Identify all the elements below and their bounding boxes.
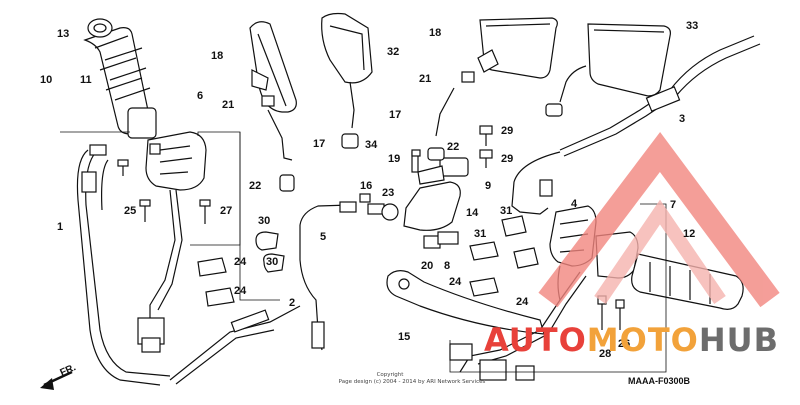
callout-11: 11 [80,74,92,86]
mirror-33-drawing [545,23,671,117]
callout-12: 12 [683,228,696,240]
mirror-32-drawing [321,12,373,149]
copyright-line-1: Copyright [376,372,404,378]
left-grip-drawing [83,18,157,139]
copyright-line-2: Page design (c) 2004 - 2014 by ARI Netwo… [338,379,486,385]
watermark-part-auto: AUTO [484,321,587,359]
callout-31a: 31 [500,205,513,217]
callout-7: 7 [670,199,677,211]
callout-25: 25 [124,205,137,217]
callout-6: 6 [197,90,204,102]
callout-23: 23 [382,187,395,199]
callout-8: 8 [444,260,451,272]
callout-21a: 21 [222,99,235,111]
callout-22a: 22 [447,141,460,153]
callout-30b: 30 [266,256,279,268]
callout-3: 3 [679,113,686,125]
callout-24b: 24 [234,285,247,297]
callout-17b: 17 [389,109,402,121]
callout-18a: 18 [211,50,224,62]
callout-5: 5 [320,231,327,243]
callout-29b: 29 [501,153,514,165]
callout-31b: 31 [474,228,487,240]
callout-32: 32 [387,46,400,58]
callout-29a: 29 [501,125,514,137]
watermark-text: AUTOMOTOHUB [484,324,779,356]
callout-33: 33 [686,20,699,32]
callout-28: 28 [599,348,612,360]
callout-20: 20 [421,260,434,272]
right-mirror-drawing [435,17,558,137]
diagram-code: MAAA-F0300B [628,376,691,386]
callout-4: 4 [571,198,578,210]
callout-18b: 18 [429,27,442,39]
callout-14: 14 [466,207,479,219]
callout-10: 10 [40,74,53,86]
callout-24c: 24 [449,276,462,288]
left-switch-housing-drawing [145,131,207,191]
callout-9: 9 [485,180,492,192]
callout-17a: 17 [313,138,326,150]
callout-1: 1 [57,221,64,233]
callout-21b: 21 [419,73,432,85]
callout-24d: 24 [516,296,529,308]
callout-26: 26 [618,338,631,350]
callout-24a: 24 [234,256,247,268]
callout-2: 2 [289,297,296,309]
watermark-part-moto: MOTO [586,321,699,359]
watermark-part-hub: HUB [698,321,780,359]
master-cylinder-drawing [367,147,469,249]
left-mirror-drawing [249,21,297,192]
callout-16: 16 [360,180,373,192]
callout-34a: 34 [365,139,378,151]
callout-27: 27 [220,205,233,217]
callout-15: 15 [398,331,411,343]
callout-30a: 30 [258,215,271,227]
callout-13: 13 [57,28,70,40]
callout-22b: 22 [249,180,262,192]
callout-19: 19 [388,153,401,165]
